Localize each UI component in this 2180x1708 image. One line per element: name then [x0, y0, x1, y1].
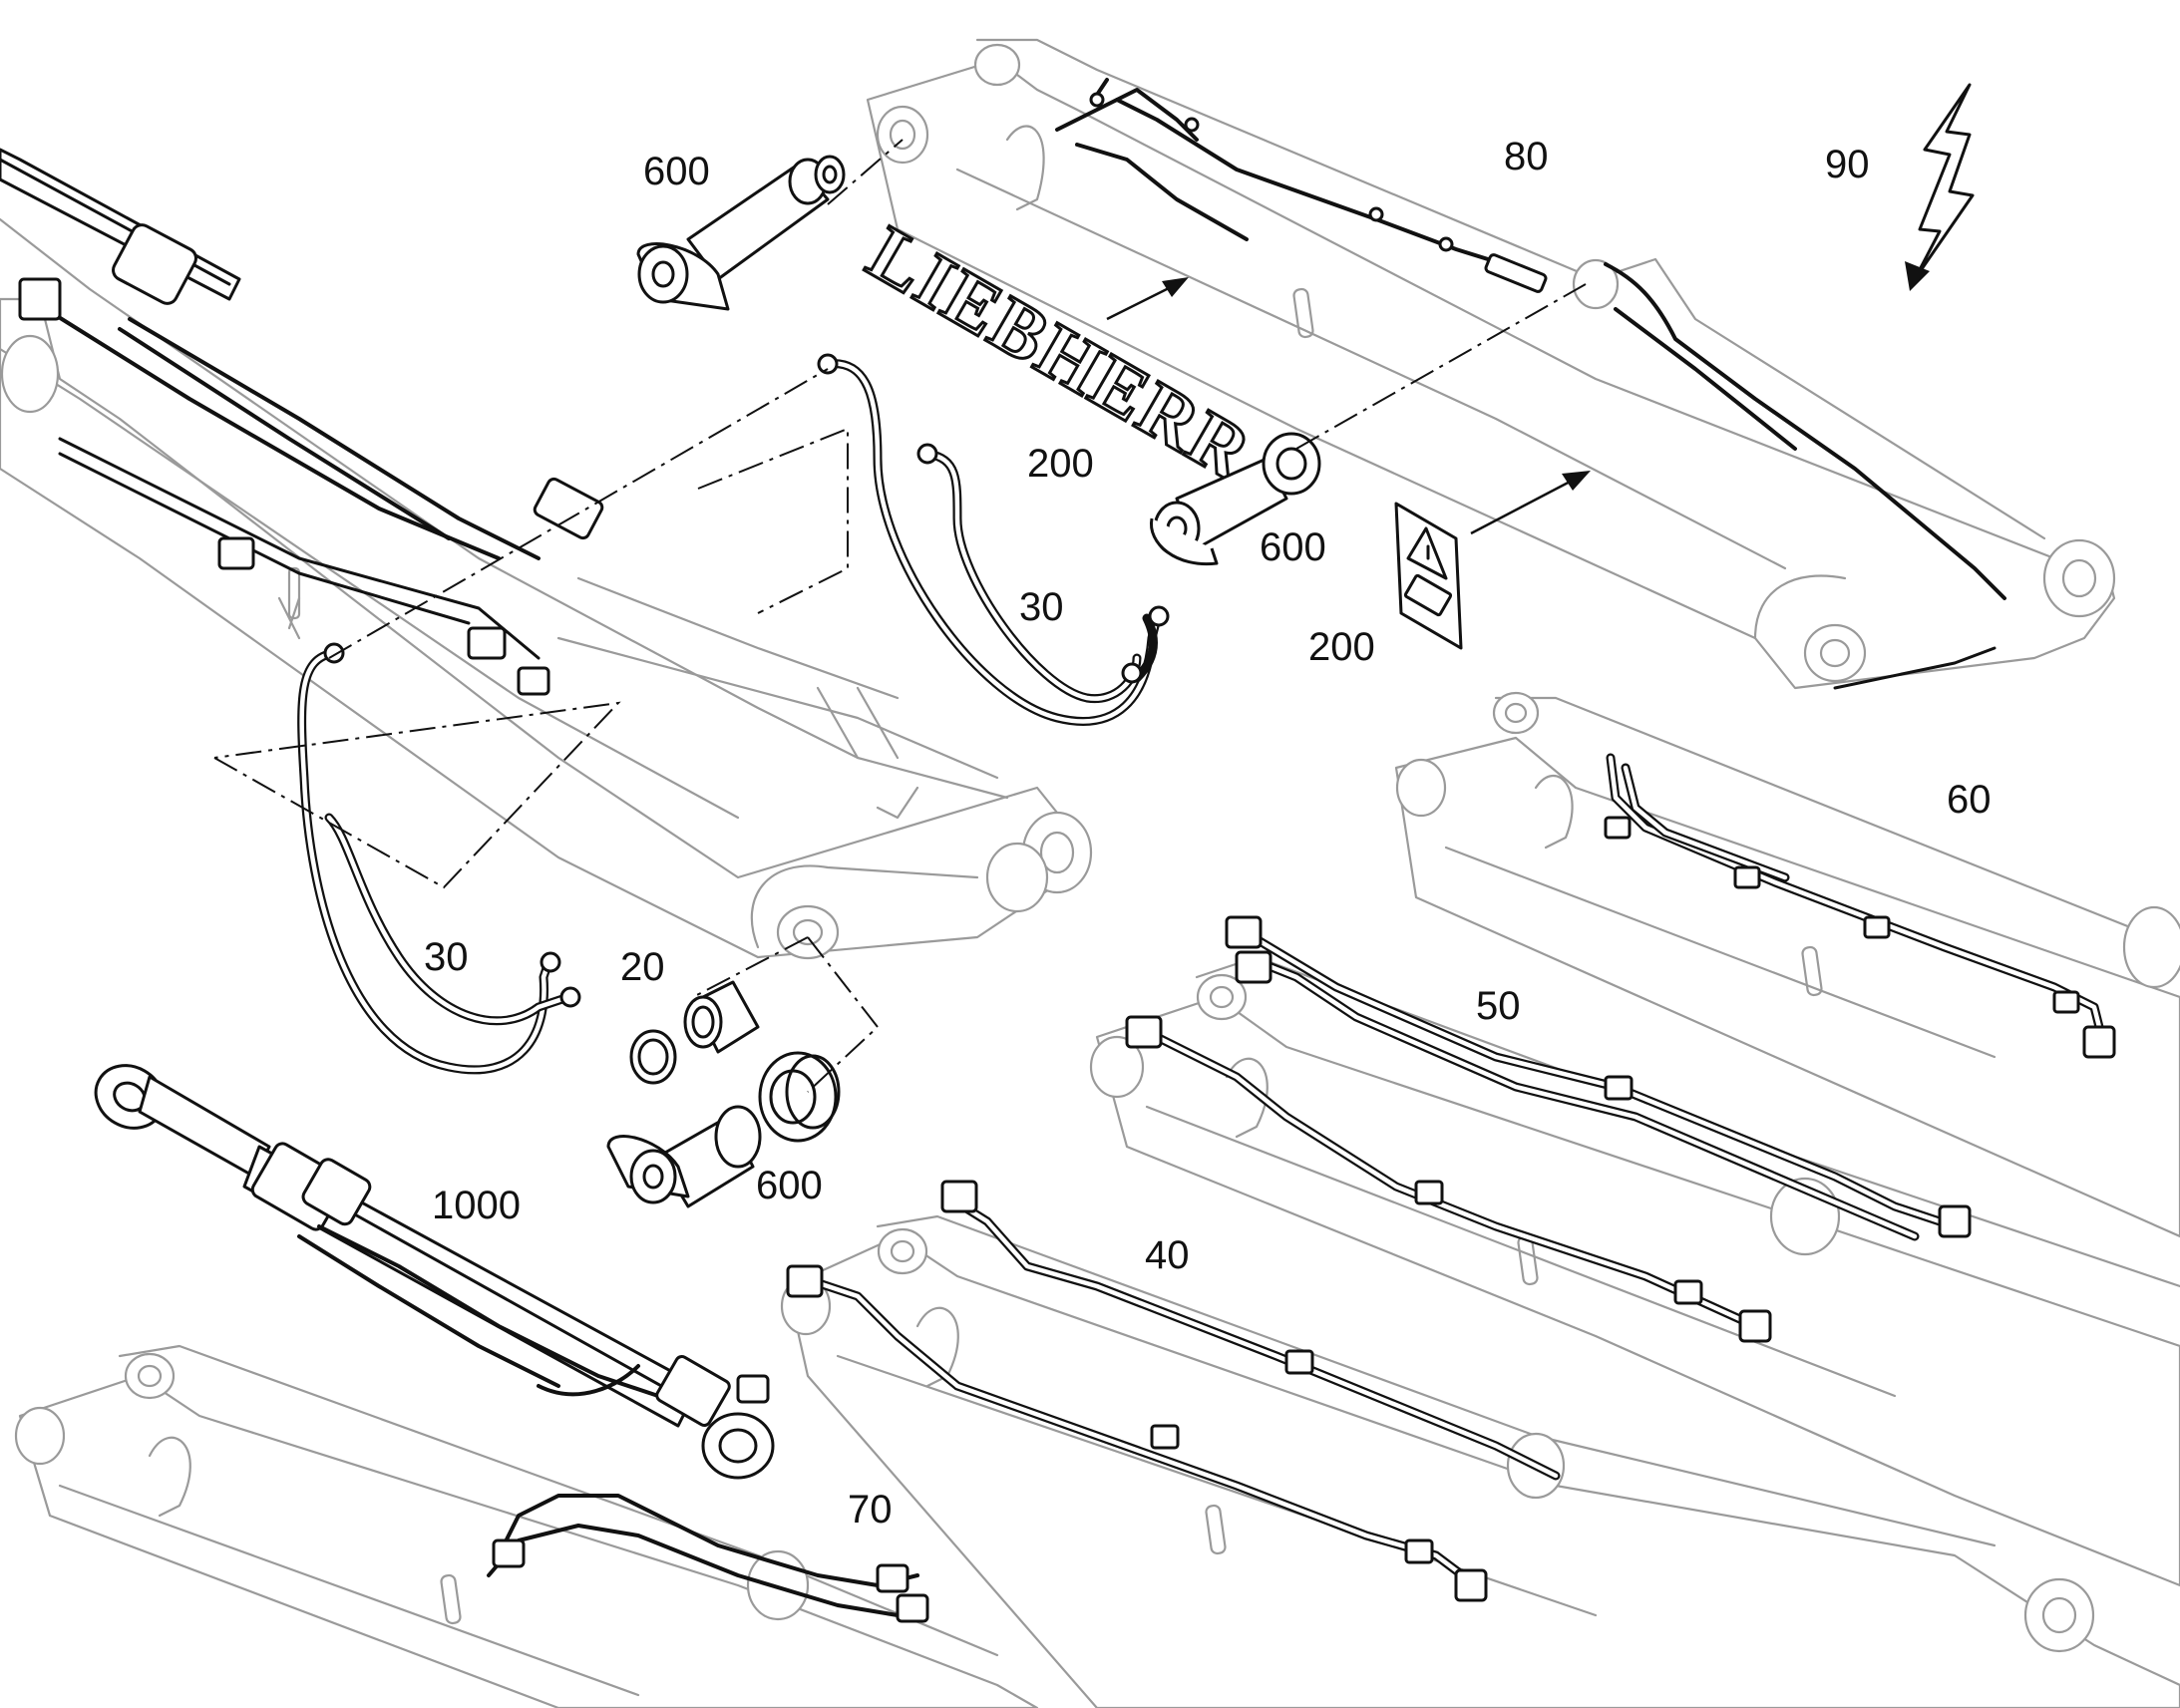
label-hose-lower: 30	[424, 935, 469, 979]
warning-decal	[1394, 502, 1463, 650]
hose-lower	[297, 642, 581, 1075]
boom-70-ghost	[14, 1344, 1039, 1708]
label-hose-upper: 30	[1019, 585, 1064, 629]
label-pin-bottom: 600	[756, 1164, 823, 1207]
label-bushing: 20	[620, 945, 665, 989]
callout-labels: 600 80 90 200 600 30 200 60 50 30 20 600…	[424, 135, 1992, 1532]
label-pipe-kit-70: 70	[848, 1488, 893, 1532]
label-decal-brand: 200	[1027, 442, 1094, 486]
pipe-kit-60	[1604, 753, 2116, 1059]
top-right-boom-ghost	[866, 38, 2116, 690]
pin-top	[636, 155, 846, 311]
pipe-kit-70	[487, 1494, 929, 1623]
label-pipe-kit-50: 50	[1476, 984, 1521, 1028]
label-pin-right: 600	[1260, 525, 1326, 569]
main-boom-ghost	[0, 217, 1093, 960]
label-harness-top: 80	[1504, 135, 1549, 178]
main-boom-cylinder	[0, 148, 604, 696]
pin-bottom	[606, 1051, 841, 1208]
boom-60-ghost	[1394, 691, 2180, 1238]
harness-80	[1055, 78, 2006, 690]
assembly-centerlines	[213, 139, 1587, 1093]
pin-right	[1149, 432, 1321, 566]
label-pin-top: 600	[643, 150, 710, 193]
label-pipe-kit-40: 40	[1145, 1233, 1190, 1277]
lightning-bolt-icon	[1913, 83, 1975, 281]
label-electrical-mark: 90	[1825, 143, 1870, 186]
label-decal-warning: 200	[1308, 625, 1375, 669]
hose-upper	[817, 353, 1170, 726]
pipe-kit-40	[786, 1180, 1561, 1602]
explode-arrows	[1106, 277, 1591, 535]
bushing	[629, 980, 760, 1085]
label-cylinder: 1000	[432, 1184, 521, 1227]
hydraulic-cylinder	[94, 1064, 775, 1480]
pipe-kit-50	[1125, 915, 1972, 1343]
label-pipe-kit-60: 60	[1947, 778, 1992, 822]
